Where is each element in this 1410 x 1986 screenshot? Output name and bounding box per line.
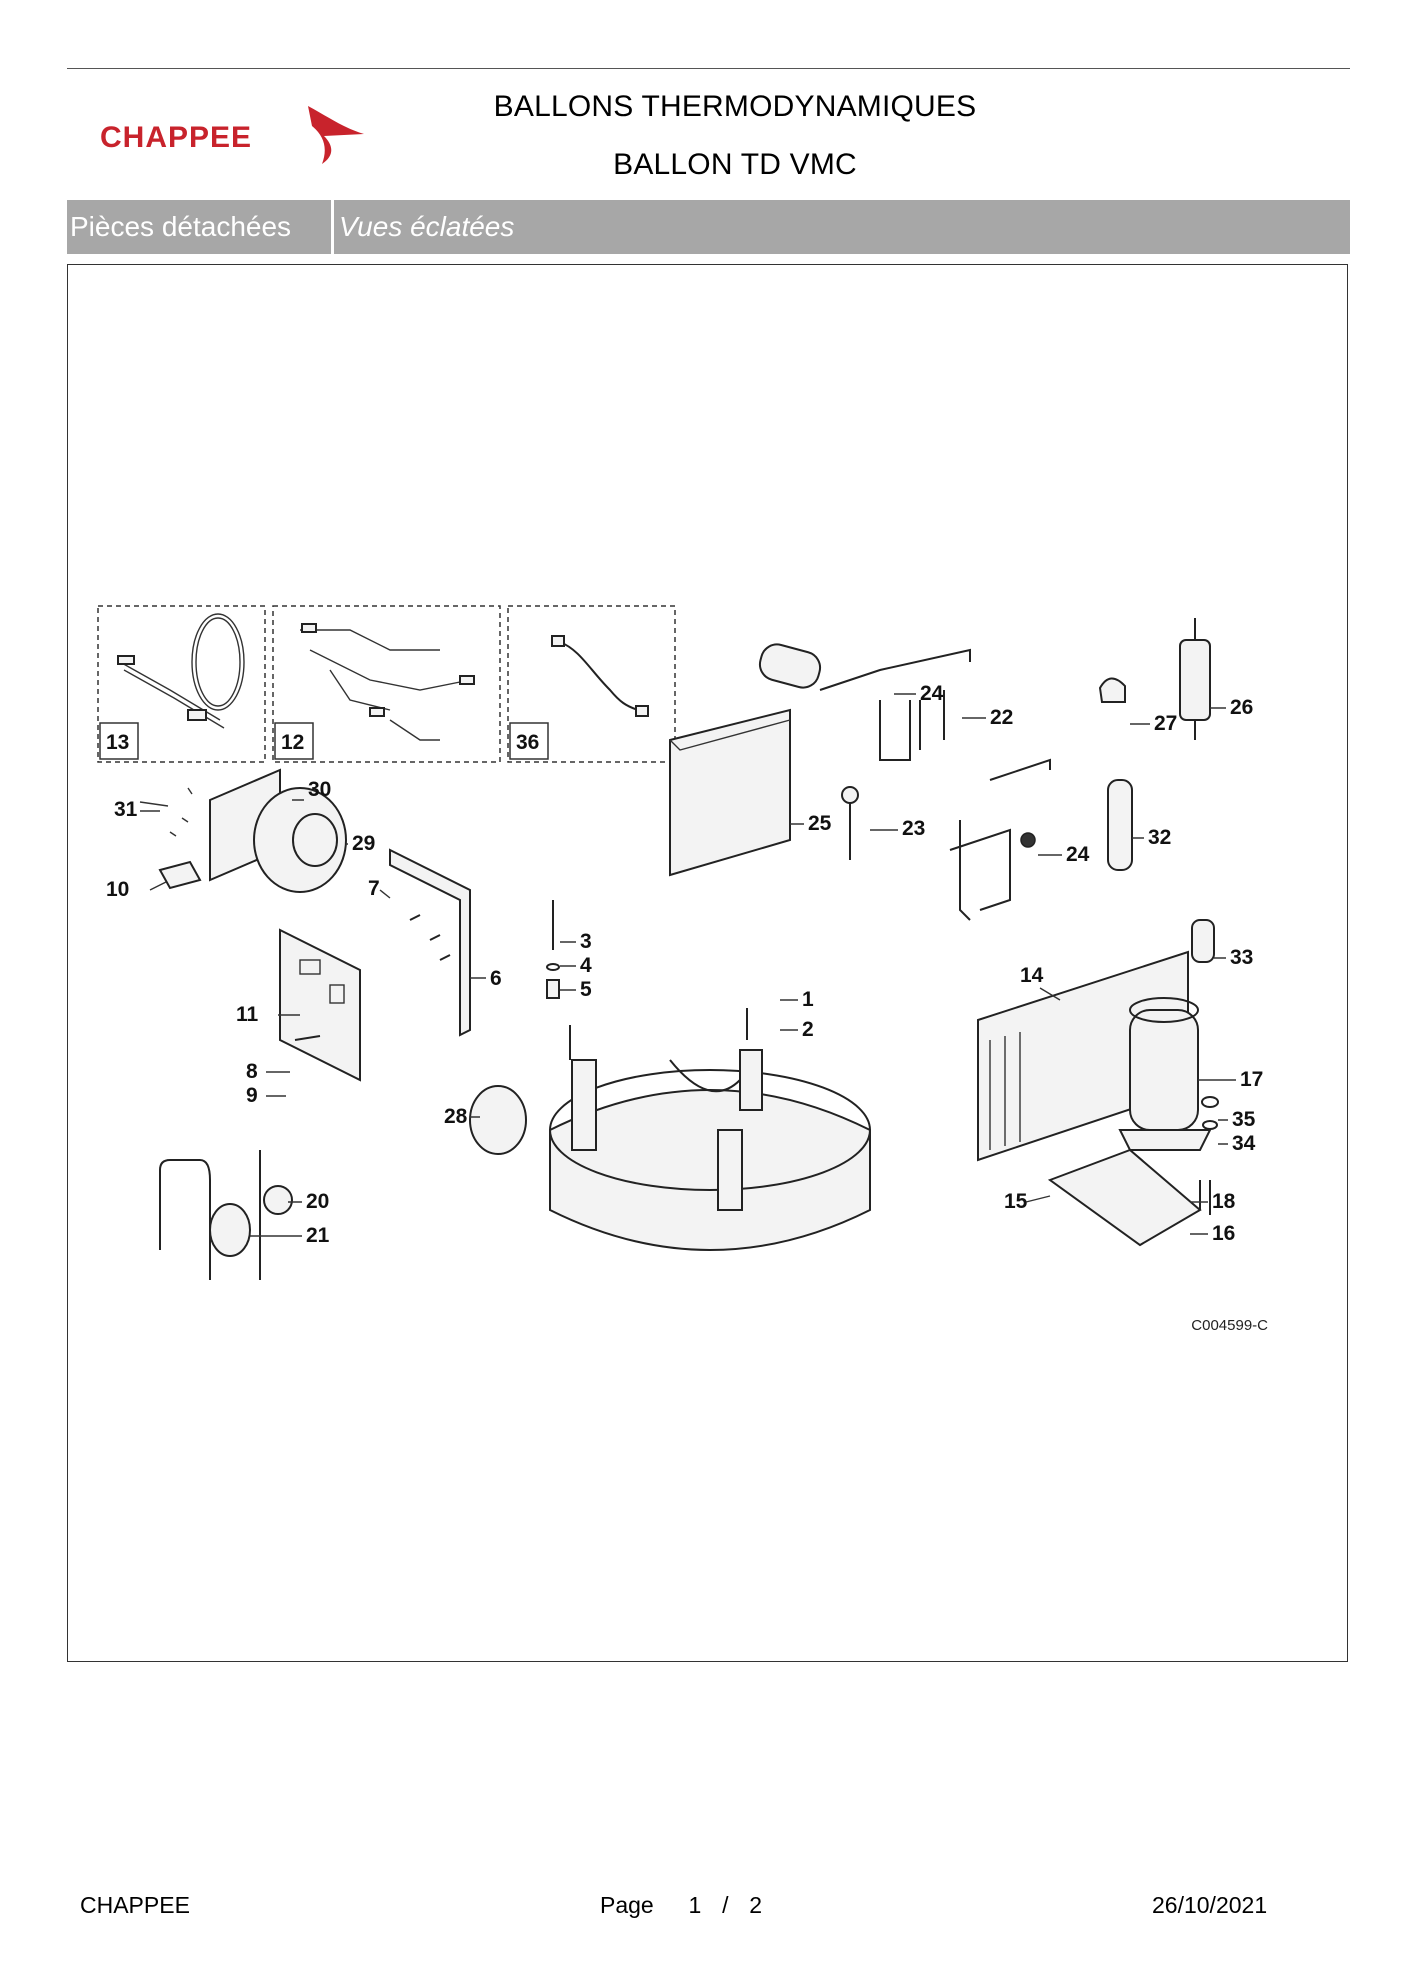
- callout-30: 30: [308, 778, 331, 801]
- part-28-motor: [469, 1085, 527, 1155]
- callout-8: 8: [246, 1060, 258, 1083]
- footer-pagination: Page 1 / 2: [600, 1892, 762, 1919]
- screw-set-3-5: [546, 900, 560, 999]
- exploded-view-diagram: 13 12 36: [97, 605, 1268, 1334]
- accessory-box-13: 13: [97, 605, 266, 763]
- footer-page-separator: /: [722, 1892, 729, 1918]
- footer-page-label: Page: [600, 1892, 654, 1918]
- diagram-reference: C004599-C: [1191, 1317, 1268, 1334]
- page-title: BALLONS THERMODYNAMIQUES: [493, 90, 977, 123]
- part-33-capacitor: [1191, 919, 1215, 963]
- grommet-34: [1202, 1120, 1218, 1130]
- callout-16: 16: [1212, 1222, 1235, 1245]
- top-rule: [67, 68, 1350, 69]
- box-label-13: 13: [106, 731, 129, 754]
- box-label-36: 36: [516, 731, 539, 754]
- footer-page-current: 1: [688, 1892, 702, 1918]
- part-32-tube: [1107, 779, 1133, 871]
- callout-17: 17: [1240, 1068, 1263, 1091]
- part-26-sensor: [1179, 618, 1211, 740]
- callout-1: 1: [802, 988, 814, 1011]
- logo-brand-text: CHAPPEE: [100, 121, 252, 154]
- chappee-logo: CHAPPEE: [100, 106, 364, 164]
- pipe-loop-24: [949, 758, 1051, 921]
- callout-4: 4: [580, 954, 592, 977]
- part-27-clamp: [1098, 677, 1126, 703]
- compressor: [1118, 997, 1212, 1151]
- box-label-12: 12: [281, 731, 304, 754]
- callout-25: 25: [808, 812, 832, 835]
- base-tray: [549, 1049, 871, 1251]
- callout-33: 33: [1230, 946, 1253, 969]
- screw-set-1-2: [569, 1008, 748, 1060]
- callout-11: 11: [236, 1003, 259, 1026]
- part-10-clip: [158, 860, 202, 890]
- callout-6: 6: [490, 967, 502, 990]
- footer-brand: CHAPPEE: [80, 1892, 190, 1918]
- section-bar-left: Pièces détachées: [67, 200, 334, 254]
- callout-18: 18: [1212, 1190, 1236, 1213]
- footer-page-total: 2: [749, 1892, 763, 1918]
- callout-3: 3: [580, 930, 592, 953]
- section-bar: Pièces détachées Vues éclatées: [67, 200, 1350, 254]
- fan-assembly: [139, 768, 347, 893]
- wiring-box-12: 12: [272, 605, 501, 763]
- callout-14: 14: [1020, 964, 1044, 987]
- callout-34: 34: [1232, 1132, 1256, 1155]
- callout-21: 21: [306, 1224, 330, 1247]
- callout-27: 27: [1154, 712, 1177, 735]
- callout-labels: 1 2 3 4 5 6 7 8 9 10 11 14 15 16 17 18 2…: [106, 682, 1263, 1247]
- callout-29: 29: [352, 832, 375, 855]
- callout-10: 10: [106, 878, 129, 901]
- top-pipe-assembly: [758, 643, 971, 860]
- callout-23: 23: [902, 817, 925, 840]
- cable-box-36: 36: [507, 605, 676, 763]
- diagram-frame: [67, 264, 1348, 1662]
- control-board: [279, 928, 361, 1082]
- callout-28: 28: [444, 1105, 468, 1128]
- callout-9: 9: [246, 1084, 258, 1107]
- section-bar-right: Vues éclatées: [339, 211, 515, 242]
- mounting-bracket: [1047, 1148, 1202, 1247]
- callout-26: 26: [1230, 696, 1253, 719]
- support-plate: [389, 848, 471, 1037]
- callout-32: 32: [1148, 826, 1171, 849]
- page-subtitle: BALLON TD VMC: [613, 148, 857, 181]
- footer-date: 26/10/2021: [1152, 1892, 1268, 1918]
- callout-7: 7: [368, 877, 380, 900]
- callout-2: 2: [802, 1018, 814, 1041]
- leader-lines: [140, 693, 1236, 1237]
- callout-15: 15: [1004, 1190, 1028, 1213]
- logo-wing-icon: [308, 106, 364, 164]
- part-25-filter: [669, 708, 791, 877]
- callout-35: 35: [1232, 1108, 1256, 1131]
- pipe-valve-assembly: [159, 1150, 293, 1280]
- callout-20: 20: [306, 1190, 329, 1213]
- callout-5: 5: [580, 978, 592, 1001]
- callout-22: 22: [990, 706, 1013, 729]
- callout-24a: 24: [920, 682, 944, 705]
- grommet-35: [1201, 1096, 1219, 1108]
- callout-24b: 24: [1066, 843, 1090, 866]
- callout-31: 31: [114, 798, 138, 821]
